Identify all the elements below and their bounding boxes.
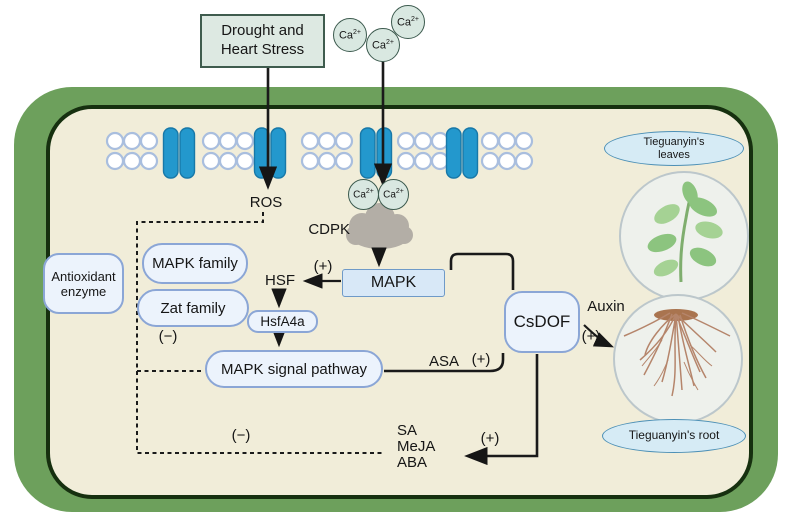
cdpk-label: CDPK <box>308 221 350 238</box>
csdof-to-hormones-arrow <box>464 354 539 466</box>
root-label-text: Tieguanyin's root <box>628 428 720 443</box>
ros-label: ROS <box>249 194 283 211</box>
aba-label: ABA <box>397 454 428 471</box>
meja-label: MeJA <box>397 438 436 455</box>
minus-sign-bottom: (−) <box>231 427 251 444</box>
antioxidant-line2: enzyme <box>60 283 107 299</box>
stress-box-line1: Drought and <box>221 22 304 40</box>
root-system-icon <box>623 309 731 397</box>
hsf-label: HSF <box>265 272 295 289</box>
asa-label: ASA <box>428 353 459 370</box>
sa-label: SA <box>397 422 418 439</box>
auxin-label: Auxin <box>587 298 625 315</box>
plus-sign-auxin: (+) <box>581 328 601 345</box>
mapk-family-node: MAPK family <box>142 243 248 284</box>
plus-sign-asa: (+) <box>471 351 491 368</box>
stress-box: Drought and Heart Stress <box>200 14 325 68</box>
stress-box-line2: Heart Stress <box>220 41 305 58</box>
zat-family-node: Zat family <box>137 289 249 327</box>
plant-sprig-icon <box>647 181 723 283</box>
auxin-to-root-arrow <box>583 324 615 348</box>
leaves-label-line2: leaves <box>658 148 690 161</box>
cdpk-cloud-icon <box>346 203 413 249</box>
ca-ion-badge: Ca2+ <box>391 5 425 39</box>
hsfa4a-node: HsfA4a <box>247 310 318 333</box>
mapk-node: MAPK <box>342 269 445 297</box>
plus-sign-hormones: (+) <box>480 430 500 447</box>
asa-connector <box>384 353 505 373</box>
membrane-lipid-icons <box>105 131 534 171</box>
mapk-signal-pathway-node: MAPK signal pathway <box>205 350 383 388</box>
ca-ion-badge: Ca2+ <box>366 28 400 62</box>
ca-ion-badge-internal: Ca2+ <box>378 179 409 210</box>
ca-ion-badge: Ca2+ <box>333 18 367 52</box>
ca-ion-badge-internal: Ca2+ <box>348 179 379 210</box>
ros-inhibition-dashed-line <box>136 212 384 454</box>
antioxidant-line1: Antioxidant <box>51 268 116 284</box>
leaves-label-line1: Tieguanyin's <box>643 135 705 148</box>
plus-sign-hsf: (+) <box>313 258 333 275</box>
root-label-ellipse: Tieguanyin's root <box>602 419 746 453</box>
csdof-node: CsDOF <box>504 291 580 353</box>
leaves-label-ellipse: Tieguanyin's leaves <box>604 131 744 166</box>
mapk-to-csdof-connector <box>449 252 515 290</box>
minus-sign-left: (−) <box>158 328 178 345</box>
hormone-list: SA MeJA ABA <box>397 423 435 471</box>
antioxidant-enzyme-node: Antioxidant enzyme <box>43 253 124 314</box>
